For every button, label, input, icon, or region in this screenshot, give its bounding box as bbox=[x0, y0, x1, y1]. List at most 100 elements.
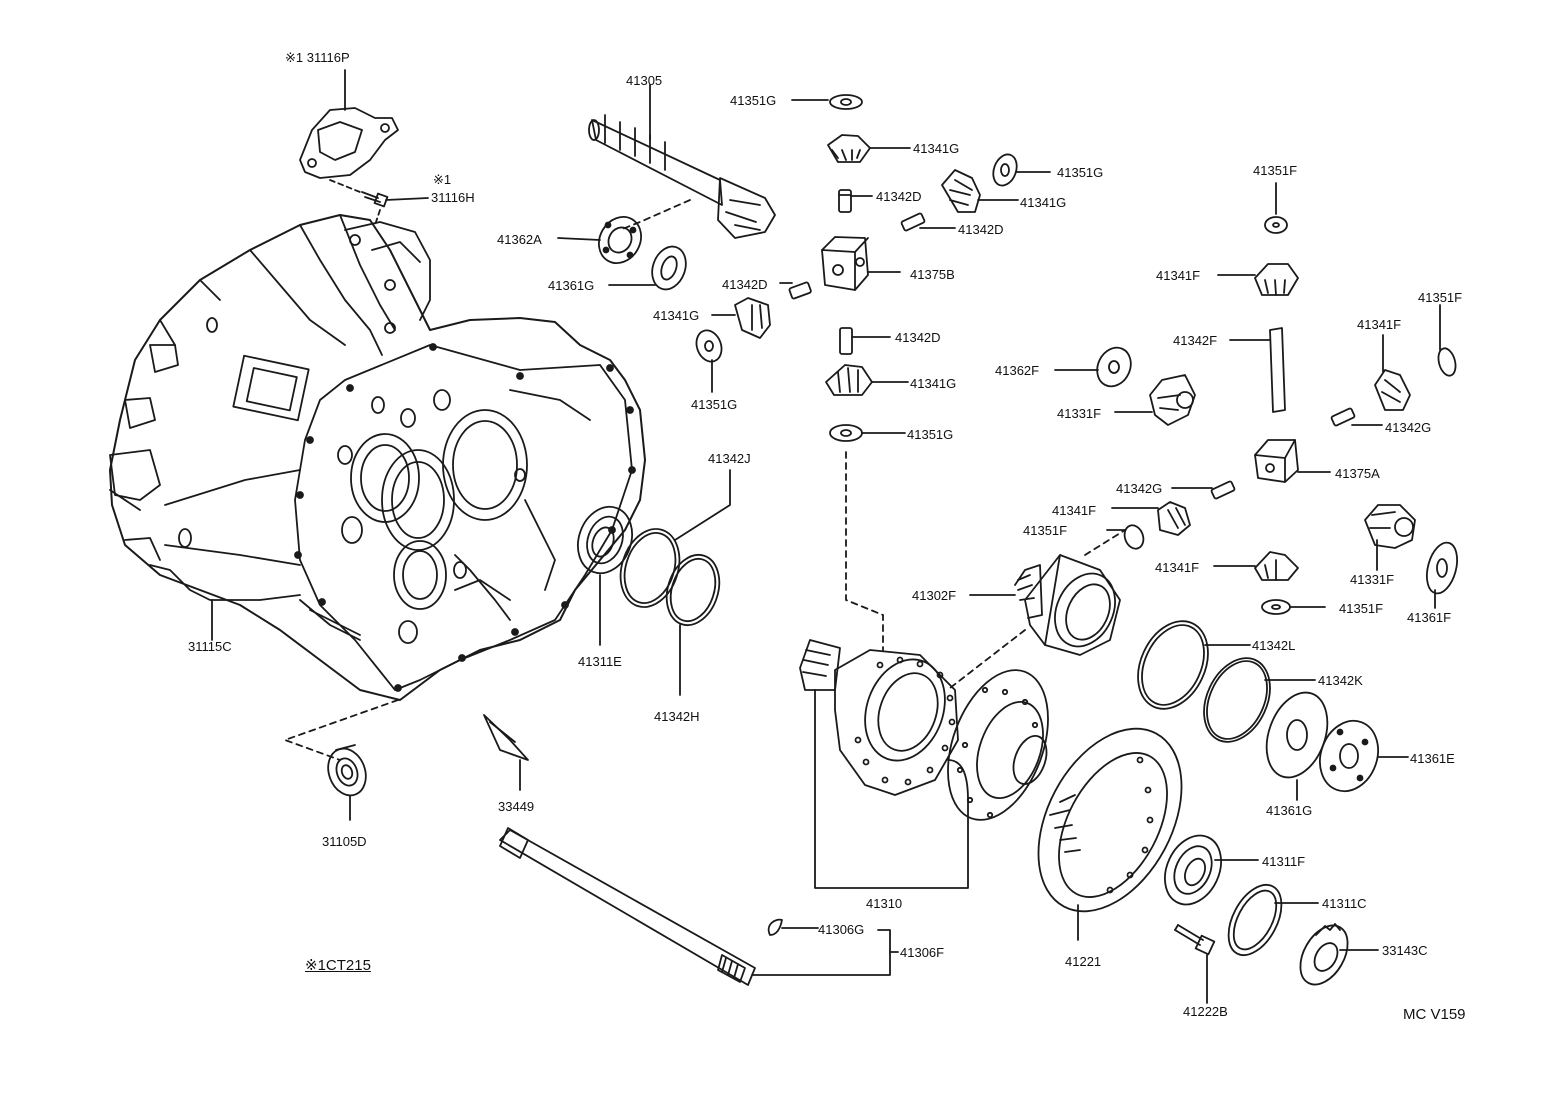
label-31116P: ※1 31116P bbox=[285, 50, 350, 65]
label-41310: 41310 bbox=[866, 896, 903, 911]
label-41342K: 41342K bbox=[1318, 673, 1363, 688]
label-41342F: 41342F bbox=[1173, 333, 1218, 348]
label-41311F: 41311F bbox=[1262, 854, 1306, 869]
washer-41351F-bottom bbox=[1261, 599, 1326, 615]
gear-41341F-top bbox=[1217, 263, 1299, 296]
label-41341G-top: 41341G bbox=[913, 141, 960, 156]
label-31116H: 31116H bbox=[431, 190, 475, 205]
label-33143C: 33143C bbox=[1382, 943, 1428, 958]
bolt-41222B bbox=[1174, 924, 1216, 1004]
label-41342L: 41342L bbox=[1252, 638, 1296, 653]
washer-41351G-left bbox=[695, 329, 723, 393]
label-41361G-a: 41361G bbox=[548, 278, 595, 293]
label-star-31116H: ※1 bbox=[433, 172, 452, 187]
ring-41342L bbox=[1137, 620, 1251, 710]
label-41341G-right: 41341G bbox=[1020, 195, 1067, 210]
pinion-shaft-41305 bbox=[588, 84, 776, 239]
label-41341F-right: 41341F bbox=[1357, 317, 1402, 332]
label-41306G: 41306G bbox=[818, 922, 865, 937]
label-41342D-c: 41342D bbox=[722, 277, 768, 292]
label-41342D-a: 41342D bbox=[876, 189, 922, 204]
label-31115C: 31115C bbox=[188, 639, 232, 654]
label-41351G-bottom: 41351G bbox=[907, 427, 954, 442]
washer-41351G-right bbox=[992, 153, 1051, 187]
pin-41342G-right bbox=[1330, 407, 1383, 427]
pin-41342G-left bbox=[1171, 480, 1236, 500]
washer-41351F-top bbox=[1264, 182, 1288, 234]
block-41375A bbox=[1254, 439, 1331, 483]
label-41342D-d: 41342D bbox=[895, 330, 941, 345]
label-41342D-b: 41342D bbox=[958, 222, 1004, 237]
label-41341G-left: 41341G bbox=[653, 308, 700, 323]
gear-41341F-lower bbox=[1213, 551, 1299, 581]
label-41341G-bottom: 41341G bbox=[910, 376, 957, 391]
ring-41342K bbox=[1203, 657, 1316, 743]
bearing-41311F bbox=[1164, 834, 1259, 906]
pin-41342D-b bbox=[900, 212, 956, 232]
cover-31116P bbox=[299, 69, 399, 193]
diff-case-41310 bbox=[799, 639, 1049, 889]
gear-41331F-upper bbox=[1114, 374, 1196, 426]
label-41311E: 41311E bbox=[578, 654, 622, 669]
label-41341F-mid: 41341F bbox=[1052, 503, 1097, 518]
ring-41342H bbox=[665, 554, 721, 696]
washer-41351G-bottom bbox=[829, 424, 906, 651]
label-33449: 33449 bbox=[498, 799, 535, 814]
clip-41306G bbox=[767, 918, 819, 936]
label-31105D: 31105D bbox=[322, 834, 367, 849]
label-41341F-top: 41341F bbox=[1156, 268, 1201, 283]
bearing-31105D bbox=[284, 699, 399, 821]
label-41305: 41305 bbox=[626, 73, 663, 88]
label-41375A: 41375A bbox=[1335, 466, 1380, 481]
label-41361E: 41361E bbox=[1410, 751, 1455, 766]
label-41361G-b: 41361G bbox=[1266, 803, 1313, 818]
gear-41341F-right bbox=[1374, 334, 1411, 411]
label-41342H: 41342H bbox=[654, 709, 700, 724]
label-41342G-left: 41342G bbox=[1116, 481, 1163, 496]
label-41351F-top: 41351F bbox=[1253, 163, 1298, 178]
label-41221: 41221 bbox=[1065, 954, 1102, 969]
plate-33449 bbox=[483, 714, 529, 791]
block-41375B bbox=[821, 236, 901, 291]
washer-41361G bbox=[608, 245, 687, 291]
label-41331F-lower: 41331F bbox=[1350, 572, 1395, 587]
gear-33143C bbox=[1299, 923, 1379, 986]
footnote-label: ※1CT215 bbox=[305, 957, 371, 974]
label-41302F: 41302F bbox=[912, 588, 957, 603]
label-41362F: 41362F bbox=[995, 363, 1040, 378]
shaft-41306F bbox=[499, 827, 899, 986]
label-41351G-top: 41351G bbox=[730, 93, 777, 108]
label-41341F-lower: 41341F bbox=[1155, 560, 1200, 575]
washer-41351F-mid bbox=[1106, 524, 1145, 550]
shaft-41342F bbox=[1229, 327, 1286, 413]
gear-41341G-left bbox=[711, 297, 771, 339]
gear-41331F-lower bbox=[1364, 504, 1416, 571]
label-41351G-right: 41351G bbox=[1057, 165, 1104, 180]
washer-41351F-right bbox=[1437, 304, 1457, 377]
transaxle-case bbox=[109, 214, 646, 701]
washer-41361F bbox=[1425, 541, 1459, 609]
gear-41341F-mid bbox=[1111, 501, 1191, 536]
washer-41362F bbox=[1054, 346, 1132, 388]
bolt-31116H bbox=[361, 191, 429, 226]
pin-41342D-d bbox=[839, 327, 891, 355]
label-41351G-left: 41351G bbox=[691, 397, 738, 412]
label-41342G-right: 41342G bbox=[1385, 420, 1432, 435]
washer-41351G-top bbox=[791, 94, 863, 110]
ring-gear-41221 bbox=[1037, 727, 1183, 941]
washer-41361E bbox=[1319, 719, 1409, 793]
ring-41311C bbox=[1227, 883, 1319, 957]
case-41302F bbox=[949, 529, 1126, 689]
washer-41362A bbox=[557, 216, 642, 264]
label-41222B: 41222B bbox=[1183, 1004, 1228, 1019]
gear-41341G-right bbox=[941, 169, 1019, 213]
label-41361F: 41361F bbox=[1407, 610, 1452, 625]
drawing-code: MC V159 bbox=[1403, 1006, 1466, 1023]
label-41362A: 41362A bbox=[497, 232, 542, 247]
pin-41342D-a bbox=[838, 189, 873, 213]
label-41306F: 41306F bbox=[900, 945, 945, 960]
label-41375B: 41375B bbox=[910, 267, 955, 282]
gear-41341G-bottom bbox=[825, 364, 909, 396]
